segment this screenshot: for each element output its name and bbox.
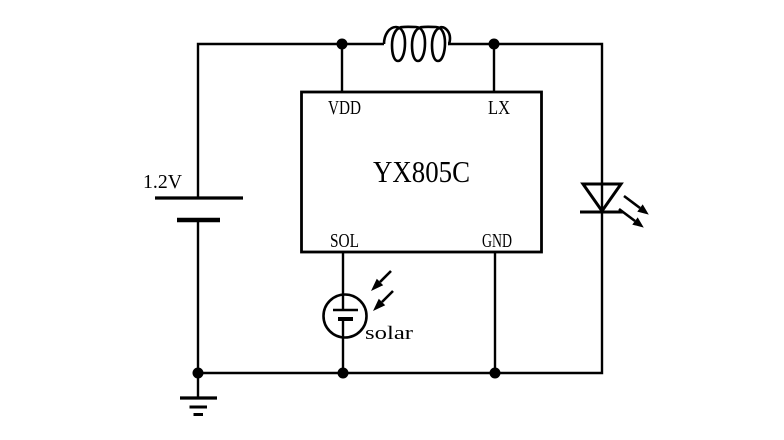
wire-bottom-right-loop — [196, 42, 604, 375]
junction-dot — [337, 367, 349, 379]
pin-label-lx: LX — [488, 97, 510, 119]
solar-light-arrows-icon — [371, 270, 394, 311]
junction-dot — [488, 38, 500, 50]
solar-cell-icon — [322, 270, 394, 339]
battery-voltage-label: 1.2V — [143, 171, 183, 193]
junction-dot — [192, 367, 204, 379]
pin-label-vdd: VDD — [328, 97, 361, 119]
ground-icon — [180, 373, 217, 416]
led-triangle — [580, 182, 624, 214]
led-icon — [580, 182, 649, 228]
battery-icon — [155, 196, 243, 223]
solar-label: solar — [365, 323, 414, 344]
ic-box — [300, 90, 543, 254]
solar-cell-circle — [322, 293, 368, 339]
wire-top-left — [196, 42, 384, 197]
junction-dot — [489, 367, 501, 379]
inductor-icon — [382, 25, 452, 63]
pin-label-sol: SOL — [330, 230, 359, 252]
junction-dot — [336, 38, 348, 50]
ic-part-number: YX805C — [373, 154, 470, 189]
led-light-arrows-icon — [618, 194, 649, 228]
pin-label-gnd: GND — [482, 230, 512, 252]
